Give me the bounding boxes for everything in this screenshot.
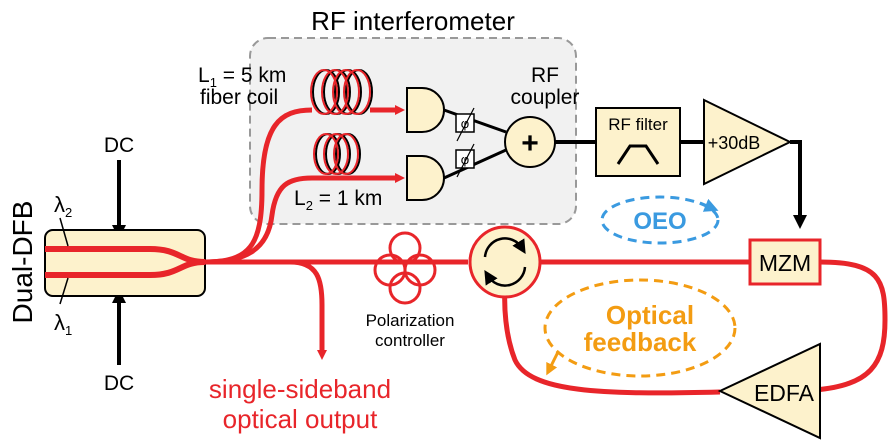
- coil2-label: L2 = 1 km: [294, 187, 382, 213]
- photodetector-1: [406, 87, 445, 133]
- oeo-label: OEO: [633, 208, 686, 235]
- phase-tune-arrow-1: [456, 107, 475, 142]
- rf-amplifier: [703, 98, 793, 186]
- laser-combiner: [149, 246, 206, 278]
- coil1-label: L1 = 5 km: [198, 64, 286, 90]
- phase-shifter-2: [455, 149, 475, 169]
- phase-shifter-1: [455, 113, 475, 133]
- fiber-coil-1: [310, 69, 373, 115]
- lambda2-label: λ2: [54, 192, 72, 220]
- edfa-label: EDFA: [754, 380, 815, 406]
- lambda2-pointer: [59, 217, 69, 247]
- coil1-label-line2: fiber coil: [200, 86, 278, 109]
- optical-feedback-label-2: feedback: [584, 327, 697, 357]
- polarization-label-1: Polarization: [366, 311, 455, 330]
- rf-line-2: [443, 148, 507, 180]
- fiber-edfa-to-circulator: [502, 287, 721, 396]
- fiber-to-output: [289, 259, 327, 360]
- circulator-arrow-top: [483, 237, 526, 258]
- optical-feedback-loop: [543, 278, 737, 378]
- dc-bottom-label: DC: [104, 372, 134, 395]
- phase-symbol-2: φ: [461, 152, 469, 167]
- rf-filter: [595, 107, 681, 177]
- phase-tune-arrow-2: [456, 143, 475, 178]
- lambda1-pointer: [59, 277, 69, 305]
- oeo-loop: [600, 195, 720, 245]
- optical-feedback-label-1: Optical: [606, 300, 694, 330]
- dual-dfb-laser: [44, 229, 206, 297]
- dual-dfb-label: Dual-DFB: [7, 201, 38, 324]
- rf-coupler-symbol: +: [521, 127, 539, 160]
- rf-amplifier-label: +30dB: [708, 133, 761, 153]
- fiber-coil-2: [313, 133, 361, 175]
- lambda1-label: λ1: [54, 310, 72, 338]
- fiber-to-coil2: [204, 175, 313, 265]
- fiber-mzm-loop: [814, 259, 888, 393]
- polarization-controller: [373, 231, 437, 305]
- bandpass-icon: [616, 144, 660, 165]
- rf-line-1: [443, 108, 507, 134]
- phase-symbol-1: φ: [461, 116, 469, 131]
- rf-coupler-label-1: RF: [531, 64, 559, 87]
- circulator-arrow-bottom: [484, 266, 527, 287]
- oeo-loop-arrow: [699, 198, 719, 212]
- photodetector-2: [406, 155, 445, 201]
- rf-line-amp-to-mzm: [790, 140, 807, 229]
- output-label-1: single-sideband: [209, 374, 391, 404]
- optical-feedback-arrow: [546, 351, 560, 376]
- output-label-2: optical output: [223, 404, 378, 434]
- rf-interferometer-title: RF interferometer: [311, 6, 515, 36]
- edfa-amplifier: [717, 342, 821, 440]
- mzm-modulator: [748, 238, 822, 286]
- dc-top-label: DC: [104, 134, 134, 157]
- rf-filter-label: RF filter: [608, 115, 668, 134]
- mzm-label: MZM: [759, 250, 811, 276]
- polarization-label-2: controller: [375, 331, 445, 350]
- rf-coupler-label-2: coupler: [511, 86, 580, 109]
